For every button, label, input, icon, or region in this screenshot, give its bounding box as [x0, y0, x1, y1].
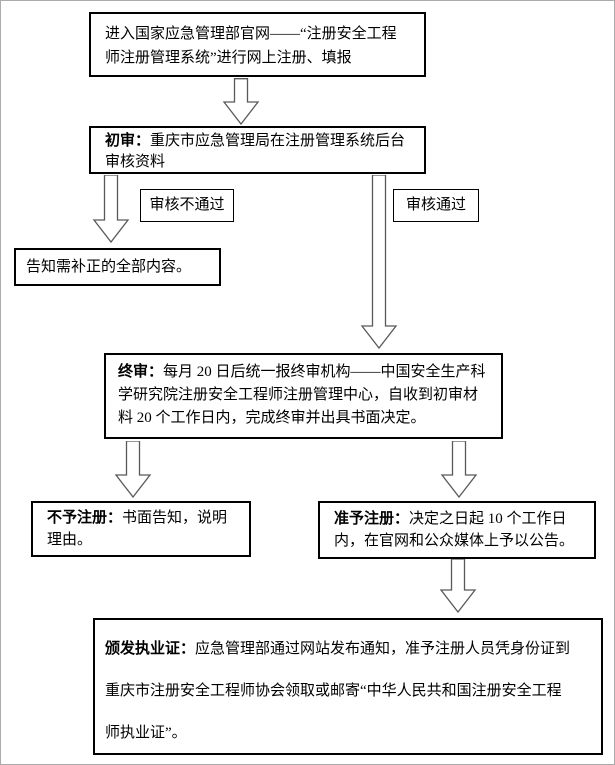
box-text: 应急管理部通过网站发布通知，准予注册人员凭身份证到重庆市注册安全工程师协会领取或… — [105, 641, 571, 741]
box-text: 每月 20 日后统一报终审机构——中国安全生产科学研究院注册安全工程师注册管理中… — [118, 364, 486, 426]
down-arrow-start-to-initial — [221, 78, 261, 125]
label-text: 审核不通过 — [149, 197, 225, 213]
down-arrow-approve-to-issue — [438, 559, 478, 613]
flow-box-notify-correction: 告知需补正的全部内容。 — [14, 248, 221, 286]
flow-box-online-registration: 进入国家应急管理部官网——“注册安全工程师注册管理系统”进行网上注册、填报 — [89, 12, 426, 77]
box-text: 决定之日起 10 个工作日内，在官网和公众媒体上予以公告。 — [334, 511, 575, 549]
condition-label-review-pass: 审核通过 — [393, 189, 479, 222]
flow-box-issue-certificate: 颁发执业证：应急管理部通过网站发布通知，准予注册人员凭身份证到重庆市注册安全工程… — [93, 618, 603, 755]
flow-box-deny-registration: 不予注册：书面告知，说明理由。 — [31, 501, 251, 557]
box-prefix: 初审： — [105, 133, 151, 149]
condition-label-review-fail: 审核不通过 — [140, 189, 234, 222]
box-prefix: 终审： — [118, 364, 164, 380]
flow-box-approve-registration: 准予注册：决定之日起 10 个工作日内，在官网和公众媒体上予以公告。 — [318, 501, 596, 559]
box-text: 书面告知，说明理由。 — [47, 510, 228, 548]
flow-box-final-review: 终审：每月 20 日后统一报终审机构——中国安全生产科学研究院注册安全工程师注册… — [104, 353, 503, 439]
box-prefix: 颁发执业证： — [105, 641, 196, 657]
box-prefix: 不予注册： — [47, 510, 123, 526]
box-text: 进入国家应急管理部官网——“注册安全工程师注册管理系统”进行网上注册、填报 — [105, 26, 397, 66]
flow-box-initial-review: 初审：重庆市应急管理局在注册管理系统后台审核资料 — [89, 126, 426, 174]
down-arrow-final-to-approve — [439, 441, 479, 498]
box-prefix: 准予注册： — [334, 511, 410, 527]
box-text: 告知需补正的全部内容。 — [26, 259, 192, 275]
down-arrow-final-to-deny — [113, 441, 153, 498]
down-arrow-initial-to-notify — [91, 175, 131, 243]
box-text: 重庆市应急管理局在注册管理系统后台审核资料 — [105, 133, 406, 170]
label-text: 审核通过 — [405, 197, 466, 213]
down-arrow-initial-to-final — [359, 175, 399, 349]
